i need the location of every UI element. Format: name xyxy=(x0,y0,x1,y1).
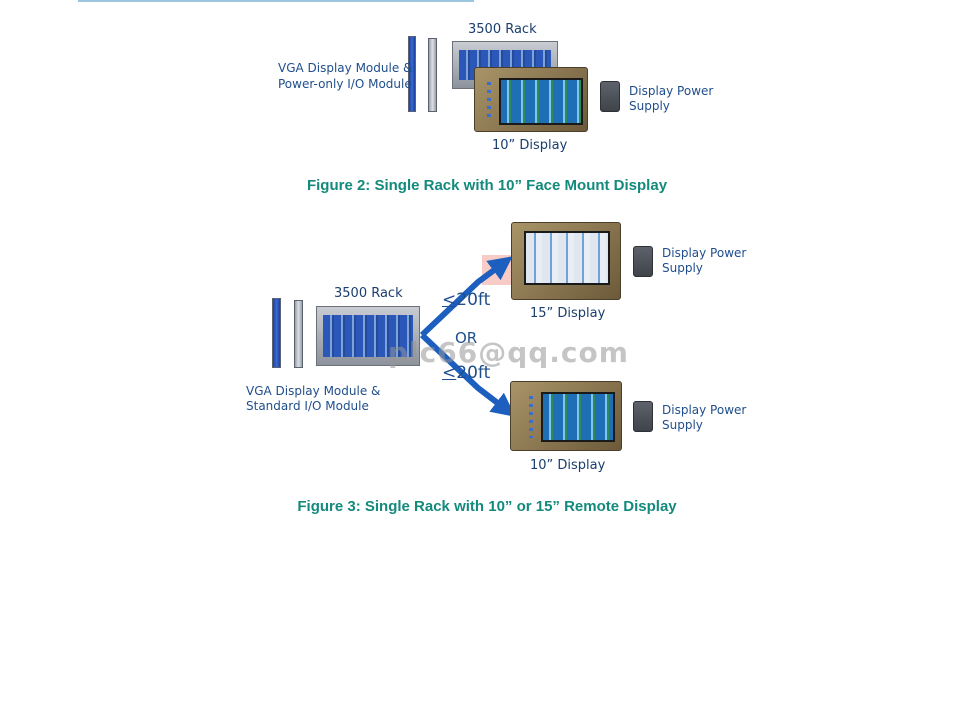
distance-bottom: <20ft xyxy=(442,363,491,383)
vga-display-module xyxy=(272,298,281,368)
rack-3500 xyxy=(316,306,420,366)
display-power-supply-10in xyxy=(633,401,653,432)
rack-label: 3500 Rack xyxy=(334,286,403,301)
or-label: OR xyxy=(455,329,478,347)
module-label-line2: Standard I/O Module xyxy=(246,399,369,413)
psu-bottom-label-line2: Supply xyxy=(662,418,703,432)
arrow-to-15in-display xyxy=(419,256,513,338)
display15-label: 15” Display xyxy=(530,306,606,321)
display10-label: 10” Display xyxy=(530,458,606,473)
display-power-supply xyxy=(600,81,620,112)
rack-label: 3500 Rack xyxy=(468,22,537,37)
arrow-to-10in-display xyxy=(419,332,516,417)
figure-3-caption: Figure 3: Single Rack with 10” or 15” Re… xyxy=(297,498,677,515)
watermark: plc66@qq.com xyxy=(388,336,629,369)
display-10in-remote xyxy=(510,381,622,451)
psu-label-line1: Display Power xyxy=(629,84,714,98)
module-label-line2: Power-only I/O Module xyxy=(278,77,412,91)
top-rule xyxy=(78,0,474,2)
module-label-line1: VGA Display Module & xyxy=(278,61,413,75)
display-power-supply-15in xyxy=(633,246,653,277)
power-only-io-module xyxy=(428,38,437,112)
distance-top: <20ft xyxy=(442,290,491,310)
display-15in xyxy=(511,222,621,300)
vga-display-module xyxy=(408,36,416,112)
psu-top-label-line2: Supply xyxy=(662,261,703,275)
standard-io-module xyxy=(294,300,303,368)
psu-top-label-line1: Display Power xyxy=(662,246,747,260)
figure-2-caption: Figure 2: Single Rack with 10” Face Moun… xyxy=(306,177,668,194)
module-label-line1: VGA Display Module & xyxy=(246,384,381,398)
display-10in-face-mount xyxy=(474,67,588,132)
psu-bottom-label-line1: Display Power xyxy=(662,403,747,417)
display-label: 10” Display xyxy=(492,138,568,153)
psu-label-line2: Supply xyxy=(629,99,670,113)
